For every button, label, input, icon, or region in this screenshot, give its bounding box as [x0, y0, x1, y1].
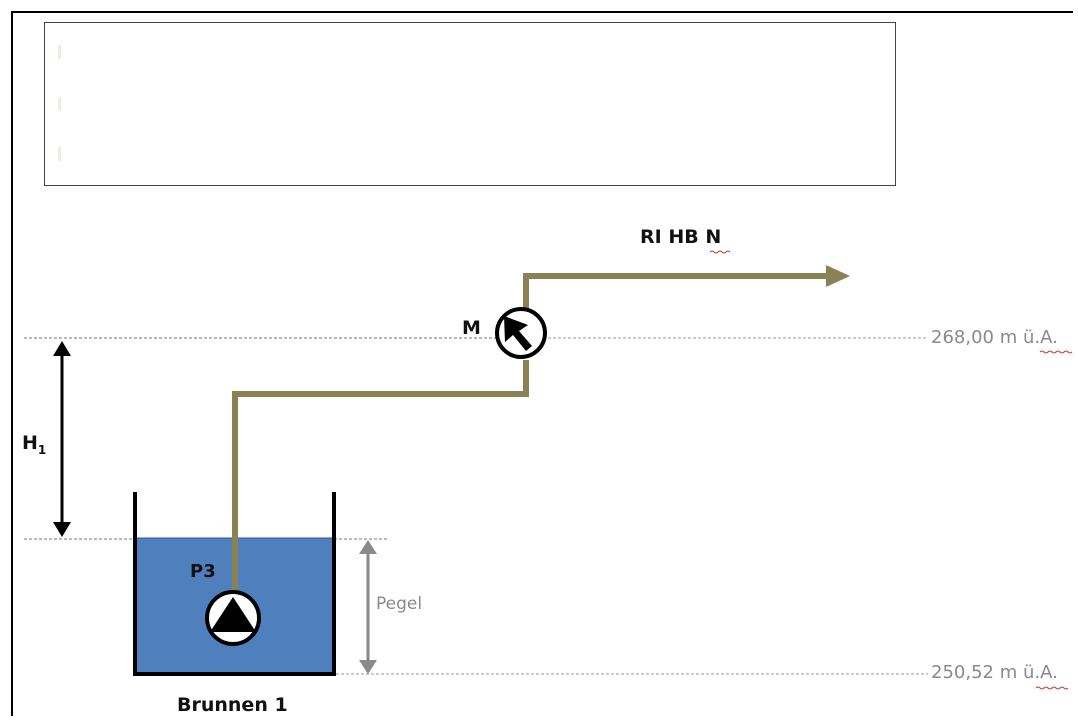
spellcheck-underline-ua-bottom — [1035, 686, 1069, 690]
diagram-frame — [11, 11, 1073, 716]
info-box-marker — [58, 147, 61, 161]
height-label: H1 — [22, 432, 46, 457]
pegel-arrow-head-bottom — [359, 660, 377, 674]
pegel-label: Pegel — [376, 594, 423, 614]
spellcheck-underline-n — [709, 250, 731, 254]
height-arrow-head-bottom — [53, 522, 71, 537]
well-label: Brunnen 1 — [177, 694, 288, 716]
spellcheck-underline-ua-top — [1039, 350, 1073, 354]
height-label-main: H — [22, 432, 38, 454]
info-box — [44, 22, 896, 186]
well-tank — [133, 492, 336, 676]
pegel-arrow-head-top — [359, 540, 377, 554]
pump-symbol — [205, 590, 261, 646]
level-bottom-label: 250,52 m ü.A. — [931, 662, 1058, 683]
pipe — [232, 273, 828, 597]
level-top-label: 268,00 m ü.A. — [931, 327, 1058, 348]
height-arrow-head-top — [53, 341, 71, 356]
motor-symbol — [495, 307, 547, 359]
pump-label: P3 — [190, 561, 216, 582]
height-label-sub: 1 — [37, 442, 47, 457]
pipe-arrowhead — [826, 265, 850, 287]
info-box-marker — [58, 97, 61, 111]
info-box-marker — [58, 45, 61, 59]
motor-label: M — [462, 317, 481, 339]
destination-label: RI HB N — [640, 226, 722, 248]
